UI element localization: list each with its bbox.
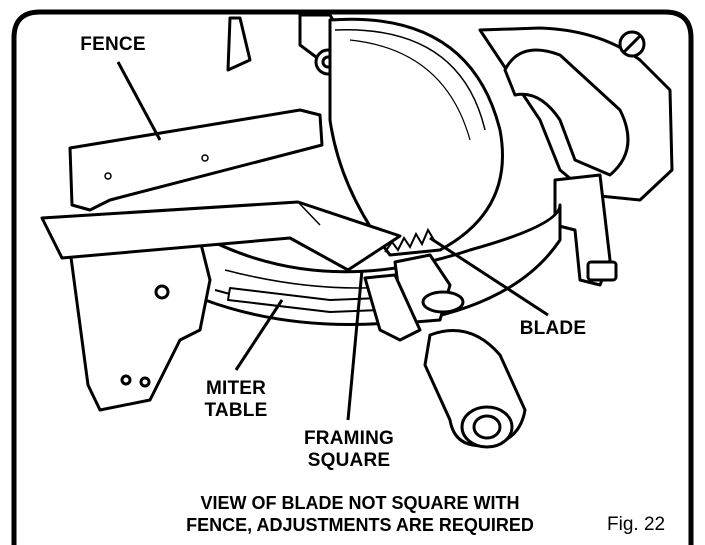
left-base xyxy=(68,238,212,412)
caption-line2: FENCE, ADJUSTMENTS ARE REQUIRED xyxy=(186,515,534,535)
miter-table-leader xyxy=(234,299,284,371)
fence-label: FENCE xyxy=(80,34,146,55)
fence-leader xyxy=(116,61,162,141)
figure-caption: VIEW OF BLADE NOT SQUARE WITH FENCE, ADJ… xyxy=(140,492,580,536)
fence xyxy=(68,108,324,212)
miter-lock-grip xyxy=(421,290,465,314)
blade-leader xyxy=(429,236,549,317)
miter-table-label-line2: TABLE xyxy=(204,400,268,421)
miter-table-label: MITER TABLE xyxy=(196,378,276,422)
upper-housing xyxy=(226,16,252,72)
framing-square-label-line2: SQUARE xyxy=(307,450,391,471)
caption-line1: VIEW OF BLADE NOT SQUARE WITH xyxy=(200,493,520,513)
framing-square-label: FRAMING SQUARE xyxy=(294,428,404,472)
saw-handle xyxy=(503,48,630,177)
framing-square-leader xyxy=(346,269,364,421)
blade-label: BLADE xyxy=(519,318,587,339)
saw-blade xyxy=(328,17,504,257)
figure-number: Fig. 22 xyxy=(607,514,666,535)
framing-square-label-line1: FRAMING xyxy=(303,428,395,449)
figure-frame xyxy=(11,9,694,545)
miter-table-label-line1: MITER xyxy=(205,378,267,399)
